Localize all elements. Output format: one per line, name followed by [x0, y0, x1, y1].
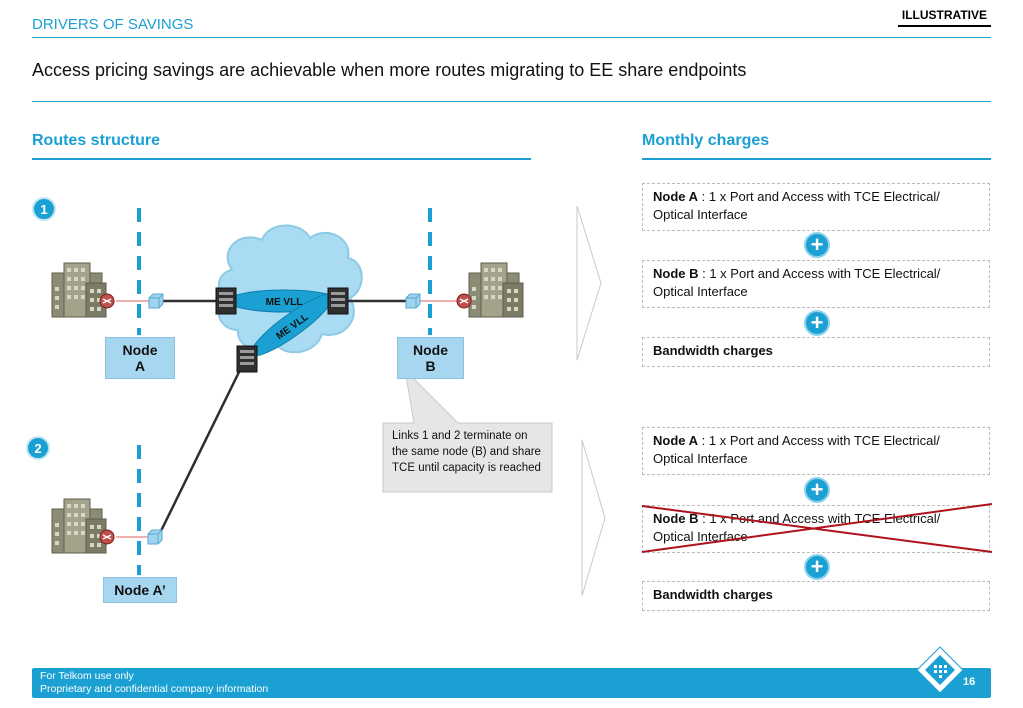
- plus-icon: +: [804, 232, 830, 258]
- me-vll-label-1: ME VLL: [266, 297, 303, 308]
- router-a-icon: [99, 293, 115, 309]
- plus-icon: +: [804, 477, 830, 503]
- logo-icon: [916, 646, 964, 694]
- network-cloud: [217, 224, 363, 354]
- footer-line-2: Proprietary and confidential company inf…: [40, 683, 269, 695]
- tce-b-icon: [405, 293, 421, 309]
- footer-text: For Telkom use only Proprietary and conf…: [40, 670, 268, 696]
- plus-icon: +: [804, 554, 830, 580]
- routes-title-rule: [32, 158, 531, 160]
- plus-icon: +: [804, 310, 830, 336]
- page-title: Access pricing savings are achievable wh…: [32, 60, 747, 80]
- chevron-2-icon: [581, 439, 606, 597]
- router-a-prime-icon: [99, 529, 115, 545]
- route-badge-1: 1: [32, 197, 56, 221]
- charge-node-b-1: Node B : 1 x Port and Access with TCE El…: [642, 260, 990, 308]
- charge-node-a-1: Node A : 1 x Port and Access with TCE El…: [642, 183, 990, 231]
- charge-node-a-2: Node A : 1 x Port and Access with TCE El…: [642, 427, 990, 475]
- title-divider: [32, 101, 991, 102]
- router-b-icon: [456, 293, 472, 309]
- charges-title-rule: [642, 158, 991, 160]
- tce-a-icon: [148, 293, 164, 309]
- charge-bandwidth-1-bold: Bandwidth charges: [653, 343, 773, 358]
- footer-line-1: For Telkom use only: [40, 670, 134, 682]
- charge-node-a-2-text: : 1 x Port and Access with TCE Electrica…: [653, 433, 940, 466]
- node-a-label: Node A: [105, 337, 175, 379]
- section-label: DRIVERS OF SAVINGS: [32, 16, 194, 33]
- callout-text: Links 1 and 2 terminate on the same node…: [392, 430, 541, 474]
- charge-node-a-1-text: : 1 x Port and Access with TCE Electrica…: [653, 189, 940, 222]
- link-node-a-prime: [158, 369, 242, 534]
- page-number: 16: [963, 676, 976, 688]
- building-a-prime-icon: [51, 498, 107, 554]
- switch-right-icon: [327, 287, 349, 315]
- route-badge-2: 2: [26, 436, 50, 460]
- charge-bandwidth-2-bold: Bandwidth charges: [653, 587, 773, 602]
- charge-node-b-1-bold: Node B: [653, 266, 699, 281]
- building-a-icon: [51, 262, 107, 318]
- building-b-icon: [468, 262, 524, 318]
- chevron-1-icon: [576, 205, 602, 361]
- charge-node-b-2-bold: Node B: [653, 511, 699, 526]
- routes-diagram: ME VLL ME VLL: [51, 205, 606, 597]
- switch-left-icon: [215, 287, 237, 315]
- routes-structure-title: Routes structure: [32, 132, 161, 149]
- switch-bottom-icon: [236, 345, 258, 373]
- top-divider: [32, 37, 991, 38]
- charge-node-b-1-text: : 1 x Port and Access with TCE Electrica…: [653, 266, 941, 299]
- cross-out-icon: [641, 503, 993, 553]
- charge-bandwidth-1: Bandwidth charges: [642, 337, 990, 367]
- tce-a-prime-icon: [147, 529, 163, 545]
- footer-bar: [32, 668, 991, 698]
- charge-node-a-2-bold: Node A: [653, 433, 699, 448]
- monthly-charges-title: Monthly charges: [642, 132, 770, 149]
- illustrative-stamp: ILLUSTRATIVE: [897, 8, 991, 27]
- callout-box: [382, 368, 553, 493]
- charge-bandwidth-2: Bandwidth charges: [642, 581, 990, 611]
- node-a-prime-label: Node A’: [103, 577, 177, 603]
- node-b-label: Node B: [397, 337, 464, 379]
- charge-node-a-1-bold: Node A: [653, 189, 699, 204]
